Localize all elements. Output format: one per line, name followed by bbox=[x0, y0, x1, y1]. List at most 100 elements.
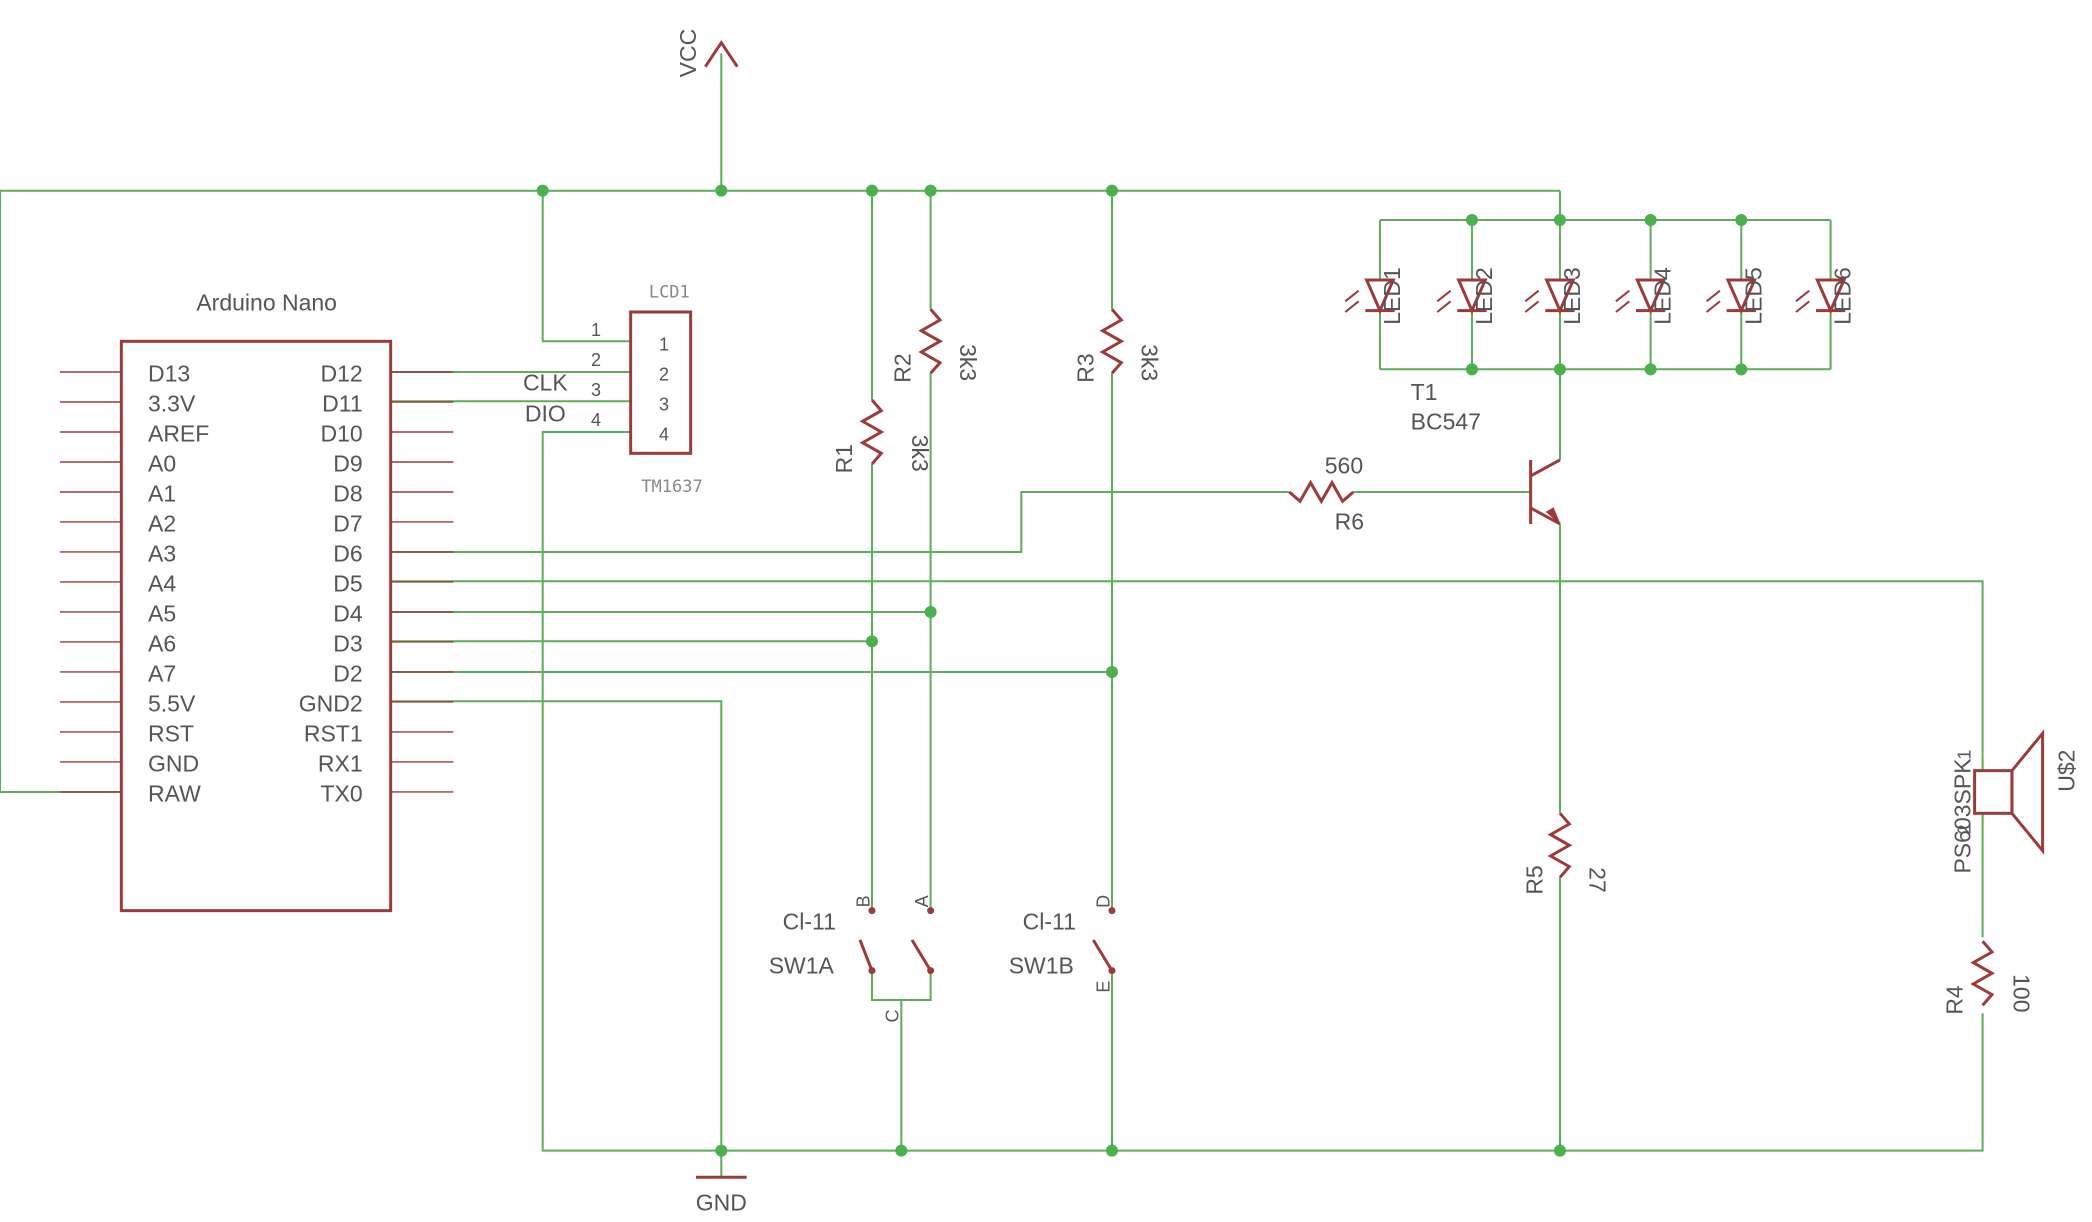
mcu-right-pin: D11 bbox=[322, 390, 363, 416]
junction-dot bbox=[1465, 213, 1478, 226]
junction-dot bbox=[924, 605, 937, 618]
led-diode-icon bbox=[1456, 278, 1488, 315]
led-emission-icon bbox=[1436, 300, 1452, 313]
lcd-inner-pin: 3 bbox=[659, 395, 669, 415]
resistor-symbol bbox=[1970, 940, 1996, 1007]
t1-value: BC547 bbox=[1411, 408, 1481, 434]
junction-dot bbox=[1105, 1144, 1118, 1157]
gnd2-wire bbox=[390, 700, 723, 1178]
junction-dot bbox=[536, 184, 549, 197]
led-name: LED3 bbox=[1559, 267, 1585, 325]
led-diode-icon bbox=[1364, 278, 1396, 315]
mcu-right-pin: D12 bbox=[320, 360, 362, 386]
lcd-vcc-wire bbox=[541, 190, 631, 343]
mcu-right-pin: D2 bbox=[333, 660, 362, 686]
lcd-inner-pin: 2 bbox=[659, 365, 669, 385]
led-emission-icon bbox=[1615, 300, 1630, 313]
junction-dot bbox=[715, 1144, 728, 1157]
junction-dot bbox=[1465, 363, 1478, 376]
junction-dot bbox=[1553, 213, 1566, 226]
junctions bbox=[536, 184, 1748, 1157]
junction-dot bbox=[1553, 363, 1566, 376]
junction-dot bbox=[1735, 213, 1748, 226]
r6-value: 560 bbox=[1325, 452, 1363, 478]
led-emission-icon bbox=[1436, 289, 1452, 303]
mcu-right-pin: D8 bbox=[333, 480, 362, 506]
sw1a-lever bbox=[858, 939, 874, 972]
resistor-symbol bbox=[1099, 308, 1125, 375]
lcd1-body bbox=[629, 310, 693, 455]
mcu-right-pin: GND2 bbox=[299, 690, 363, 716]
led-name: LED1 bbox=[1379, 267, 1405, 325]
mcu-left-pin: 3.3V bbox=[148, 390, 196, 416]
sw1b-pin-d: D bbox=[1093, 895, 1113, 908]
r3-value: 3k3 bbox=[1136, 344, 1162, 381]
speaker-cone-icon bbox=[2010, 729, 2045, 855]
mcu-left-pin: 5.5V bbox=[148, 690, 196, 716]
junction-dot bbox=[1735, 363, 1748, 376]
led-name: LED4 bbox=[1650, 267, 1676, 325]
led-emission-icon bbox=[1615, 289, 1630, 303]
junction-dot bbox=[865, 635, 878, 648]
mcu-right-pin: D9 bbox=[333, 450, 362, 476]
mcu-left-pin: A5 bbox=[148, 600, 176, 626]
mcu-left-pin: GND bbox=[148, 750, 199, 776]
led-emission-icon bbox=[1705, 300, 1721, 313]
mcu-right-pin: RST1 bbox=[304, 720, 363, 746]
lcd1-value: TM1637 bbox=[641, 477, 702, 497]
sw1b-pin-e: E bbox=[1093, 981, 1113, 993]
sw1a-lever bbox=[910, 939, 932, 972]
mcu-left-pin: AREF bbox=[148, 420, 209, 446]
mcu-right-pin: D5 bbox=[333, 570, 362, 596]
led-diode-icon bbox=[1544, 278, 1576, 315]
sw1b-lever bbox=[1092, 939, 1114, 972]
switch-contact bbox=[1108, 907, 1116, 915]
r4-name: R4 bbox=[1942, 985, 1968, 1015]
t1-emitter bbox=[1529, 506, 1561, 526]
switch-contact bbox=[927, 907, 935, 915]
mcu-right-pin: D10 bbox=[320, 420, 362, 446]
resistor-symbol bbox=[918, 308, 944, 375]
switch-contact bbox=[868, 907, 876, 915]
d6-wire bbox=[390, 491, 1290, 553]
resistor-symbol bbox=[1288, 479, 1355, 505]
junction-dot bbox=[1644, 363, 1657, 376]
speaker-body bbox=[1973, 769, 2014, 815]
junction-dot bbox=[1105, 184, 1118, 197]
wires bbox=[0, 53, 1984, 1178]
r2-name: R2 bbox=[890, 353, 916, 382]
sw1a-pin-b: B bbox=[853, 895, 873, 907]
sw1a-pin-c: C bbox=[883, 1009, 903, 1022]
led-emission-icon bbox=[1524, 300, 1540, 313]
sw1a-name: SW1A bbox=[769, 952, 835, 978]
led-name: LED5 bbox=[1740, 267, 1766, 325]
mcu-left-pin: A2 bbox=[148, 510, 176, 536]
vcc-arrow-icon bbox=[704, 39, 739, 68]
dio-net-label: DIO bbox=[525, 400, 566, 426]
led-diode-icon bbox=[1635, 278, 1667, 315]
r4-value: 100 bbox=[2008, 974, 2034, 1012]
sw1a-value: Cl-11 bbox=[783, 908, 836, 934]
resistor-symbol bbox=[859, 399, 885, 465]
junction-dot bbox=[865, 184, 878, 197]
junction-dot bbox=[1644, 213, 1657, 226]
arduino-nano-title: Arduino Nano bbox=[196, 290, 337, 316]
speaker-pin-2: 2 bbox=[1955, 824, 1975, 834]
mcu-left-pin: A0 bbox=[148, 450, 176, 476]
junction-dot bbox=[1553, 1144, 1566, 1157]
led-emission-icon bbox=[1344, 300, 1360, 313]
led-emission-icon bbox=[1795, 289, 1810, 303]
speaker-value: PS603SPK bbox=[1950, 758, 1976, 874]
mcu-right-pin: D3 bbox=[333, 630, 362, 656]
mcu-right-pin: TX0 bbox=[320, 780, 362, 806]
sw1b-value: Cl-11 bbox=[1023, 908, 1076, 934]
r1-name: R1 bbox=[831, 444, 857, 473]
r6-name: R6 bbox=[1335, 508, 1364, 534]
resistor-symbol bbox=[1547, 812, 1573, 879]
lcd-outer-pin: 4 bbox=[591, 410, 601, 430]
r1-value: 3k3 bbox=[907, 435, 933, 472]
speaker-pin-1: 1 bbox=[1955, 750, 1975, 760]
r2-value: 3k3 bbox=[955, 344, 981, 381]
mcu-right-pin: D4 bbox=[333, 600, 363, 626]
